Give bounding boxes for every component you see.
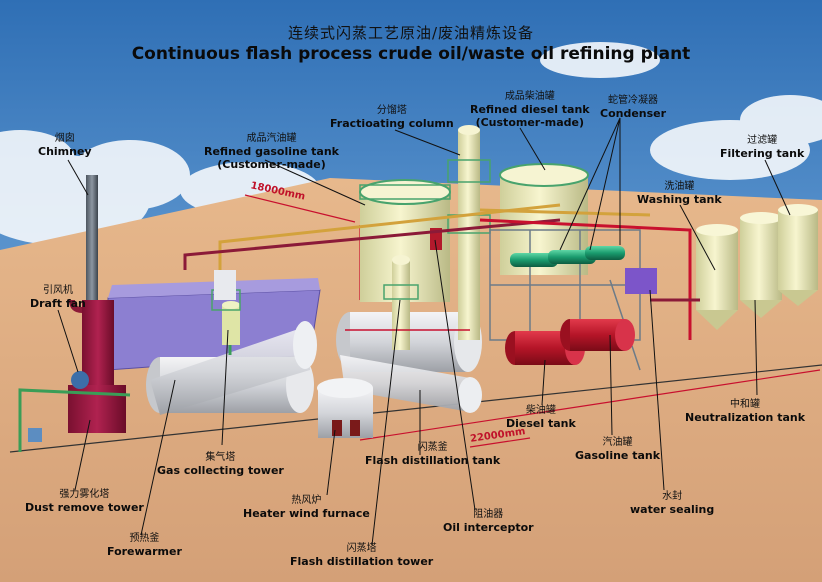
- title-english: Continuous flash process crude oil/waste…: [131, 44, 691, 64]
- title-chinese: 连续式闪蒸工艺原油/废油精炼设备: [287, 24, 535, 42]
